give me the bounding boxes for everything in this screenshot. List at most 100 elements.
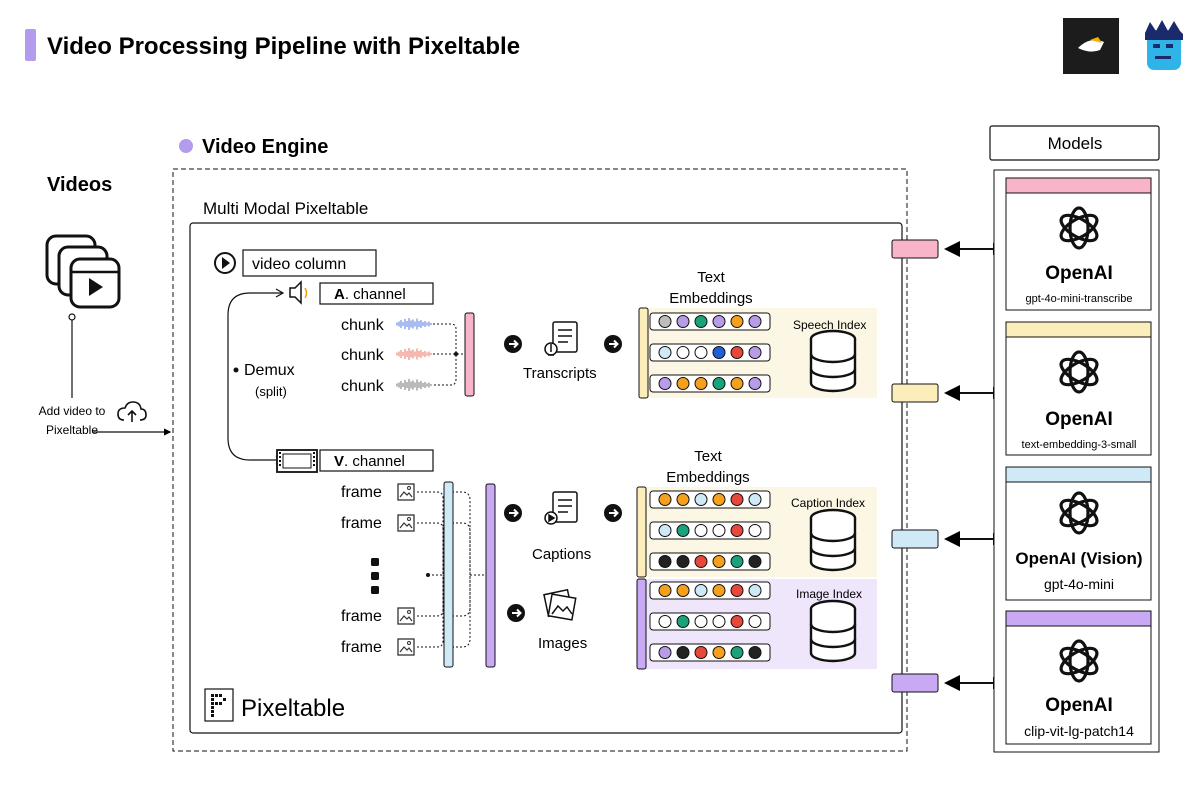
caption-index-database-icon [809, 508, 857, 572]
audio-chunk-column [464, 312, 475, 397]
video-column-label: video column [252, 256, 346, 273]
model-name: text-embedding-3-small [1022, 439, 1137, 451]
video-channel-label: V. channel [334, 453, 405, 470]
speech-embedding-rows [649, 312, 771, 393]
image-index-label: Image Index [796, 587, 862, 601]
model-name: clip-vit-lg-patch14 [1024, 723, 1134, 739]
models-title: Models [1048, 134, 1103, 153]
image-embedding-rows [649, 581, 771, 662]
video-channel-box [319, 449, 434, 472]
embedding-dot [748, 315, 762, 328]
play-icon [214, 252, 236, 274]
embedding-dot [676, 555, 690, 568]
video-column-box [242, 249, 377, 277]
embedding-dot [748, 584, 762, 597]
title-accent-bar [25, 29, 36, 61]
arrow-icon [603, 503, 623, 523]
embedding-dot [658, 646, 672, 659]
embedding-dot [730, 493, 744, 506]
embedding-dot [694, 584, 708, 597]
audio-channel-box [319, 282, 434, 305]
audio-channel-label: A. channel [334, 286, 406, 303]
page-title: Video Processing Pipeline with Pixeltabl… [47, 33, 520, 60]
video-stack-icon [45, 234, 121, 309]
embedding-dot [658, 524, 672, 537]
embedding-dot [712, 555, 726, 568]
embedding-dot [730, 555, 744, 568]
ellipsis-dots [371, 558, 379, 594]
models-title-box [989, 125, 1160, 161]
model-connector [891, 239, 939, 259]
videos-title: Videos [47, 174, 112, 196]
embedding-dot [694, 346, 708, 359]
model-vendor: OpenAI [1045, 409, 1113, 430]
embedding-dot [748, 524, 762, 537]
embedding-dot [658, 493, 672, 506]
embedding-dot [748, 555, 762, 568]
embedding-dot [694, 615, 708, 628]
embedding-dot [712, 615, 726, 628]
model-connector [891, 383, 939, 403]
arrow-icon [603, 334, 623, 354]
images-label: Images [538, 635, 587, 652]
model-card: OpenAI (Vision) gpt-4o-mini [1005, 466, 1152, 601]
caption-embedding-rows [649, 490, 771, 571]
engine-title: Video Engine [202, 136, 328, 158]
add-video-label-1: Add video to [39, 404, 106, 418]
embedding-dot [694, 493, 708, 506]
embedding-dot [694, 315, 708, 328]
image-frame-icon [397, 514, 415, 532]
frame-label: frame [341, 639, 382, 656]
model-connector [891, 529, 939, 549]
embedding-dot [730, 315, 744, 328]
multimodal-label: Multi Modal Pixeltable [203, 199, 368, 218]
embedding-dot [694, 555, 708, 568]
embedding-dot [658, 377, 672, 390]
embedding-dot [748, 493, 762, 506]
embedding-dot [658, 555, 672, 568]
transcripts-label: Transcripts [523, 365, 597, 382]
embedding-dot [712, 646, 726, 659]
caption-index-label: Caption Index [791, 496, 865, 510]
embedding-dot [694, 377, 708, 390]
text-embeddings-label: Embeddings [669, 290, 752, 307]
embedding-dot [730, 615, 744, 628]
transcript-icon [544, 321, 578, 356]
embedding-dot [748, 646, 762, 659]
embedding-dot [730, 377, 744, 390]
model-connector [891, 673, 939, 693]
image-frame-icon [397, 638, 415, 656]
model-vendor: OpenAI (Vision) [1015, 549, 1142, 568]
speech-index-database-icon [809, 329, 857, 393]
frame-output-column [485, 483, 496, 668]
embedding-dot [730, 524, 744, 537]
captions-label: Captions [532, 546, 591, 563]
image-frame-icon [397, 607, 415, 625]
embedding-dot [730, 646, 744, 659]
embedding-dot [730, 584, 744, 597]
model-vendor: OpenAI [1045, 695, 1113, 716]
arrow-icon [503, 503, 523, 523]
embedding-dot [676, 646, 690, 659]
frame-label: frame [341, 515, 382, 532]
film-strip-icon [276, 449, 318, 473]
demux-sub-label: (split) [255, 384, 287, 399]
embedding-dot [676, 346, 690, 359]
engine-bullet [179, 139, 193, 153]
upload-cloud-icon [117, 401, 147, 422]
embedding-dot [712, 584, 726, 597]
embedding-dot [712, 493, 726, 506]
chunk-label: chunk [341, 317, 385, 334]
speech-index-label: Speech Index [793, 318, 866, 332]
embedding-dot [730, 346, 744, 359]
model-card: OpenAI clip-vit-lg-patch14 [1005, 610, 1152, 745]
add-video-label-2: Pixeltable [46, 423, 98, 437]
embedding-dot [658, 346, 672, 359]
embedding-dot [712, 377, 726, 390]
embedding-dot [658, 584, 672, 597]
audio-waveforms [396, 318, 432, 391]
frame-column [443, 481, 454, 668]
embedding-dot [676, 524, 690, 537]
embedding-dot [676, 493, 690, 506]
